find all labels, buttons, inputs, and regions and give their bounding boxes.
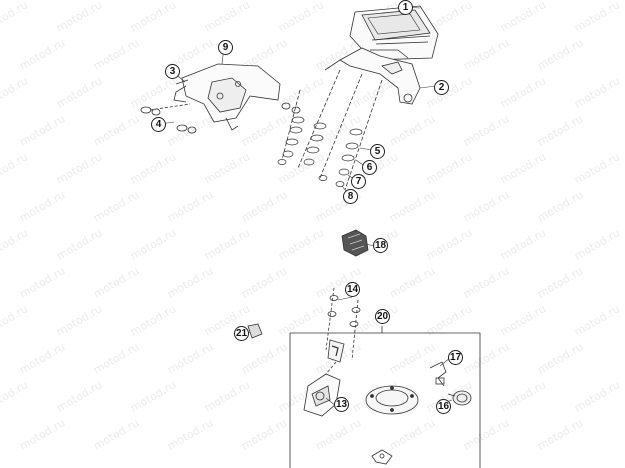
callout-4[interactable]: 4 [151,117,166,132]
callout-17[interactable]: 17 [448,350,463,365]
cylinder-16 [447,390,472,406]
callout-14[interactable]: 14 [345,282,360,297]
connector-18 [341,229,369,257]
callout-6[interactable]: 6 [362,160,377,175]
kit-box [289,326,481,468]
callout-9[interactable]: 9 [218,40,233,55]
callout-18[interactable]: 18 [373,238,388,253]
instrument-cluster [349,5,439,61]
callout-1[interactable]: 1 [398,0,413,15]
callout-3[interactable]: 3 [165,64,180,79]
callout-2[interactable]: 2 [434,80,449,95]
fastener-stacks [277,69,383,191]
mount-bracket [173,63,281,131]
callout-13[interactable]: 13 [334,397,349,412]
callout-7[interactable]: 7 [351,174,366,189]
bottom-cap [371,449,393,465]
callout-20[interactable]: 20 [375,309,390,324]
cluster-bracket [324,47,421,105]
callout-16[interactable]: 16 [436,399,451,414]
callout-8[interactable]: 8 [343,189,358,204]
clip-21 [247,323,263,339]
fuel-cap [365,385,419,415]
callout-5[interactable]: 5 [370,144,385,159]
ignition-lock [303,339,345,417]
callout-21[interactable]: 21 [234,326,249,341]
bolts-14 [325,287,361,361]
key-17 [429,361,447,387]
bushings-left [140,102,301,134]
